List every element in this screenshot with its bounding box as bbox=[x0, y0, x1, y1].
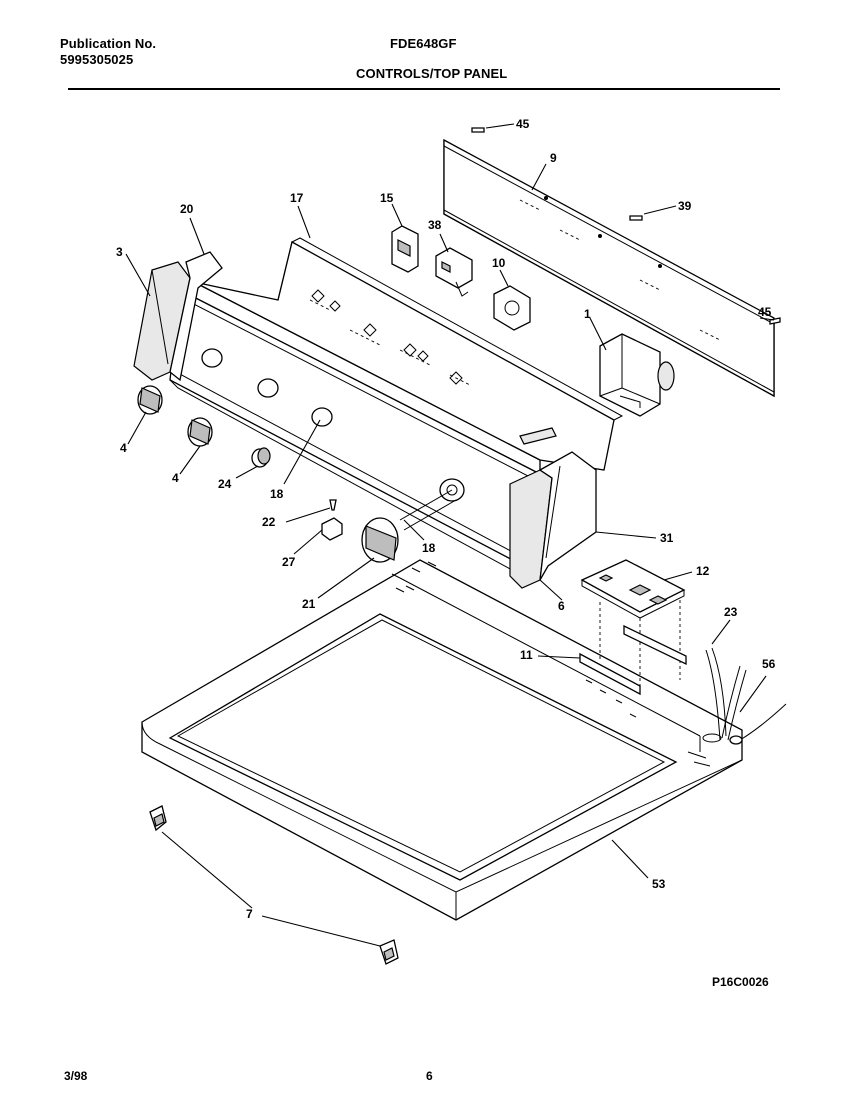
callout-3: 3 bbox=[116, 245, 123, 259]
footer-date: 3/98 bbox=[64, 1069, 88, 1083]
callout-12: 12 bbox=[696, 564, 710, 578]
drawing-id: P16C0026 bbox=[712, 975, 769, 989]
callout-17: 17 bbox=[290, 191, 304, 205]
callout-22: 22 bbox=[262, 515, 276, 529]
callout-20: 20 bbox=[180, 202, 194, 216]
callout-27: 27 bbox=[282, 555, 296, 569]
callout-45: 45 bbox=[516, 117, 530, 131]
callout-23: 23 bbox=[724, 605, 738, 619]
end-cap-right-part bbox=[509, 451, 597, 589]
leader-lines bbox=[125, 123, 775, 947]
footer-page-number: 6 bbox=[426, 1069, 433, 1083]
callout-10: 10 bbox=[492, 256, 506, 270]
callout-4: 4 bbox=[120, 441, 127, 455]
timer-part bbox=[599, 333, 675, 417]
control-board-part bbox=[580, 559, 686, 690]
callout-7: 7 bbox=[246, 907, 253, 921]
callout-31: 31 bbox=[660, 531, 674, 545]
publication-number: 5995305025 bbox=[60, 52, 134, 67]
callout-39: 39 bbox=[678, 199, 692, 213]
section-title: CONTROLS/TOP PANEL bbox=[356, 66, 508, 81]
bracket-part bbox=[579, 624, 687, 718]
callout-53: 53 bbox=[652, 877, 666, 891]
callout-45: 45 bbox=[758, 305, 772, 319]
callout-15: 15 bbox=[380, 191, 394, 205]
callout-4: 4 bbox=[172, 471, 179, 485]
callout-6: 6 bbox=[558, 599, 565, 613]
callout-18: 18 bbox=[422, 541, 436, 555]
callout-1: 1 bbox=[584, 307, 591, 321]
back-panel-part bbox=[443, 138, 775, 398]
callout-9: 9 bbox=[550, 151, 557, 165]
model-number: FDE648GF bbox=[390, 36, 457, 51]
callout-11: 11 bbox=[520, 648, 533, 662]
knob-part bbox=[137, 385, 457, 563]
wire-harness-part bbox=[705, 647, 787, 745]
switch-38-part bbox=[435, 247, 473, 297]
callout-24: 24 bbox=[218, 477, 232, 491]
header-rule bbox=[68, 88, 780, 90]
console-frame-part bbox=[193, 237, 624, 471]
foot-part bbox=[149, 805, 399, 965]
callout-21: 21 bbox=[302, 597, 316, 611]
callout-38: 38 bbox=[428, 218, 442, 232]
callout-labels: 45 9 39 45 20 17 15 38 10 3 1 4 4 24 18 … bbox=[116, 117, 776, 921]
cam-part bbox=[321, 499, 343, 541]
switch-15-part bbox=[391, 225, 419, 273]
publication-label: Publication No. bbox=[60, 36, 157, 51]
callout-56: 56 bbox=[762, 657, 776, 671]
switch-10-part bbox=[493, 285, 531, 331]
callout-18: 18 bbox=[270, 487, 284, 501]
top-panel-part bbox=[141, 559, 743, 921]
